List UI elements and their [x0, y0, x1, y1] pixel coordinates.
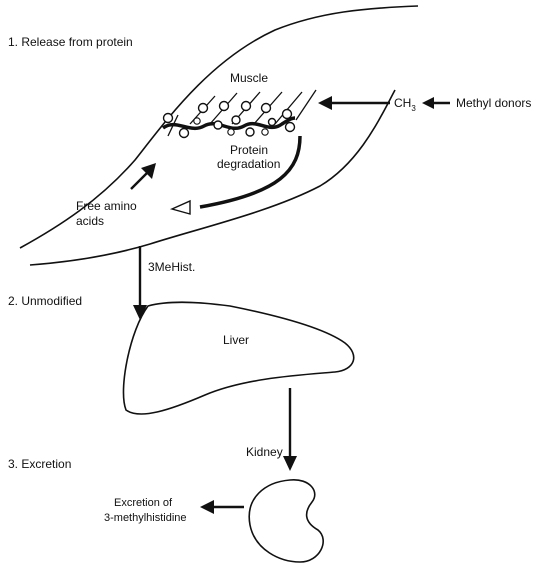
3-methylhistidine-label: 3-methylhistidine — [104, 512, 187, 524]
step-2-label: 2. Unmodified — [8, 294, 82, 308]
kidney-label: Kidney — [246, 445, 283, 459]
acids-label: acids — [76, 214, 104, 228]
step-3-label: 3. Excretion — [8, 457, 71, 471]
donors-to-ch3-arrow — [422, 97, 450, 109]
liver-to-kidney-arrow — [283, 388, 297, 471]
muscle-to-liver-arrow — [133, 246, 147, 320]
liver-outline — [123, 302, 353, 414]
methyl-donors-label: Methyl donors — [456, 96, 531, 110]
amino-acid-beads — [164, 102, 295, 138]
ch3-label: CH3 — [394, 96, 416, 113]
liver-label: Liver — [223, 333, 249, 347]
excretion-of-label: Excretion of — [114, 497, 173, 509]
free-amino-label: Free amino — [76, 199, 137, 213]
methyl-to-muscle-arrow — [318, 96, 390, 110]
3mehist-label: 3MeHist. — [148, 260, 195, 274]
excretion-arrow — [200, 500, 244, 514]
amino-acids-to-protein-arrow — [131, 163, 156, 189]
degradation-label: degradation — [217, 157, 280, 171]
kidney-outline — [249, 480, 323, 562]
muscle-label: Muscle — [230, 71, 268, 85]
protein-label: Protein — [230, 143, 268, 157]
step-1-label: 1. Release from protein — [8, 35, 133, 49]
